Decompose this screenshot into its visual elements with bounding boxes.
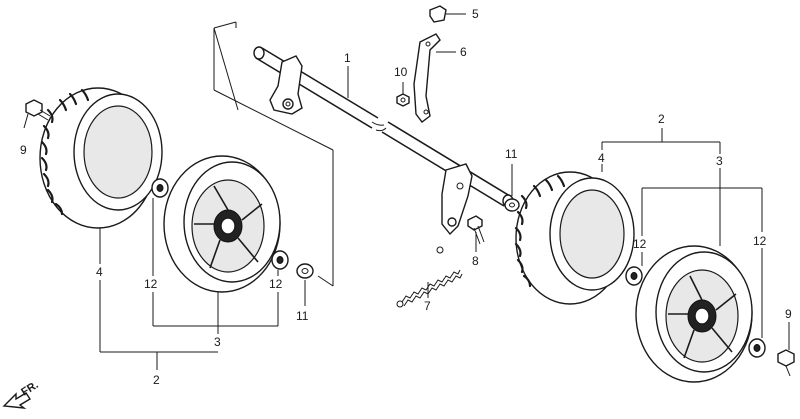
callout-6: 6 — [460, 45, 467, 59]
callout-3-right: 3 — [716, 154, 723, 168]
axle-bracket-right — [441, 163, 473, 236]
callout-12-left-a: 12 — [144, 277, 158, 291]
bearing-right-a — [625, 266, 643, 286]
callout-11-bottom: 11 — [296, 309, 309, 323]
callout-4-left: 4 — [96, 265, 103, 279]
bolt-left — [25, 99, 51, 121]
callout-12-right-b: 12 — [753, 234, 767, 248]
direction-arrow-icon — [2, 392, 31, 409]
axle-shaft — [253, 46, 514, 208]
callout-3-left: 3 — [214, 335, 221, 349]
wheel-left — [163, 155, 281, 293]
washer-bottom — [296, 263, 314, 279]
callout-9-left: 9 — [20, 143, 27, 157]
callout-10: 10 — [394, 65, 408, 79]
callout-7: 7 — [424, 299, 431, 313]
callout-9-right: 9 — [785, 307, 792, 321]
height-plate — [413, 33, 441, 123]
bolt-center — [467, 215, 485, 245]
washer-center — [504, 198, 520, 212]
tire-left — [39, 87, 163, 229]
tire-right — [514, 171, 635, 305]
spring — [396, 246, 463, 308]
callout-1: 1 — [344, 51, 351, 65]
callout-2-left: 2 — [153, 373, 160, 387]
callout-12-left-b: 12 — [269, 277, 283, 291]
axle-bracket-left — [269, 55, 303, 115]
callout-12-right-a: 12 — [633, 237, 647, 251]
callout-5: 5 — [472, 7, 479, 21]
callout-2-right: 2 — [658, 112, 665, 126]
bearing-right-b — [748, 338, 766, 358]
wheel-right — [635, 245, 753, 383]
bolt-right — [777, 349, 795, 377]
nut — [396, 93, 410, 107]
bearing-left-a — [151, 178, 169, 198]
callout-11-center: 11 — [505, 147, 518, 161]
callout-8: 8 — [472, 254, 479, 268]
bearing-left-b — [271, 250, 289, 270]
leader-lines — [23, 13, 790, 370]
plate-cap — [429, 5, 447, 23]
callout-4-right: 4 — [598, 151, 605, 165]
callout-labels: 1 5 6 10 11 8 7 9 4 12 12 3 2 11 2 4 3 1… — [20, 7, 792, 387]
